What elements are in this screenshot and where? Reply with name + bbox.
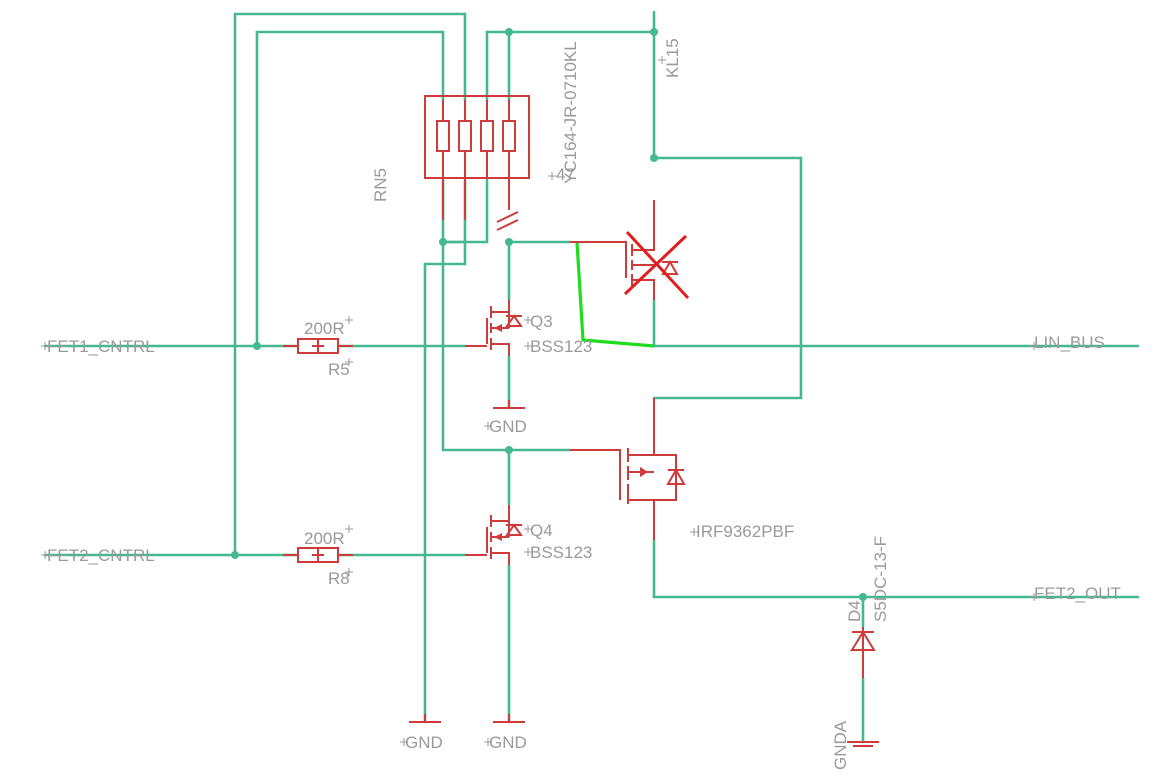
junction-dot [505, 238, 513, 246]
r5-value-label: 200R [304, 319, 345, 338]
labels: FET1_CNTRL FET2_CNTRL LIN_BUS FET2_OUT K… [47, 38, 1121, 770]
junction-dot [650, 154, 658, 162]
resistor-r8[interactable] [283, 547, 353, 563]
junction-dot [231, 551, 239, 559]
junction-dot [505, 28, 513, 36]
gnda-label: GNDA [831, 720, 850, 770]
resistor-r5[interactable] [283, 338, 353, 354]
junction-dot [505, 446, 513, 454]
wire-rn5-pin2-low [441, 178, 467, 244]
junction-dot [253, 342, 261, 350]
wire-rn5-fet2 [233, 12, 467, 557]
wire-rn5-kl15 [485, 30, 656, 102]
selected-wire[interactable] [575, 241, 655, 348]
gnd-label-left: GND [405, 733, 443, 752]
r8-name-label: R8 [328, 569, 350, 588]
gnd-label-q4: GND [489, 733, 527, 752]
net-label-lin-bus: LIN_BUS [1034, 333, 1105, 352]
gnd-label-q3: GND [489, 417, 527, 436]
mosfet-removed[interactable] [570, 200, 690, 300]
gnd-symbol [493, 400, 525, 409]
rn5-value-label: YC164-JR-0710KL [561, 41, 580, 184]
wire-rn5-fet1 [255, 30, 445, 348]
wire-gnd-left-column [423, 240, 467, 266]
pfet-value-label: IRF9362PBF [696, 522, 794, 541]
rn5-aux-label: 47 [556, 165, 575, 184]
q4-name-label: Q4 [530, 521, 553, 540]
mosfet-irf9362[interactable] [570, 398, 686, 540]
net-label-kl15: KL15 [663, 38, 682, 78]
mosfet-q3[interactable] [465, 300, 523, 356]
r5-name-label: R5 [328, 360, 350, 379]
resistor-network-rn5[interactable] [424, 95, 530, 231]
net-label-fet2-out: FET2_OUT [1034, 584, 1121, 603]
wire-fet2-out [652, 538, 1140, 599]
mosfet-q4[interactable] [465, 505, 523, 565]
ground-symbols [409, 400, 879, 747]
net-label-fet1-cntrl: FET1_CNTRL [47, 337, 155, 356]
wires [43, 10, 1140, 744]
junctions [231, 28, 867, 601]
rn5-name-label: RN5 [371, 168, 390, 202]
wire-kl15-right-loop [652, 156, 803, 400]
diode-d4[interactable] [850, 627, 876, 678]
origin-markers [41, 56, 1038, 746]
d4-name-label: D4 [845, 600, 864, 622]
gnda-symbol [847, 741, 879, 747]
r8-value-label: 200R [304, 529, 345, 548]
q4-value-label: BSS123 [530, 543, 592, 562]
gnd-symbol [493, 714, 525, 723]
gnd-symbol [409, 714, 441, 723]
d4-value-label: S5DC-13-F [871, 536, 890, 622]
q3-name-label: Q3 [530, 312, 553, 331]
junction-dot [859, 593, 867, 601]
q3-value-label: BSS123 [530, 337, 592, 356]
junction-dot [650, 28, 658, 36]
net-label-fet2-cntrl: FET2_CNTRL [47, 546, 155, 565]
junction-dot [439, 238, 447, 246]
